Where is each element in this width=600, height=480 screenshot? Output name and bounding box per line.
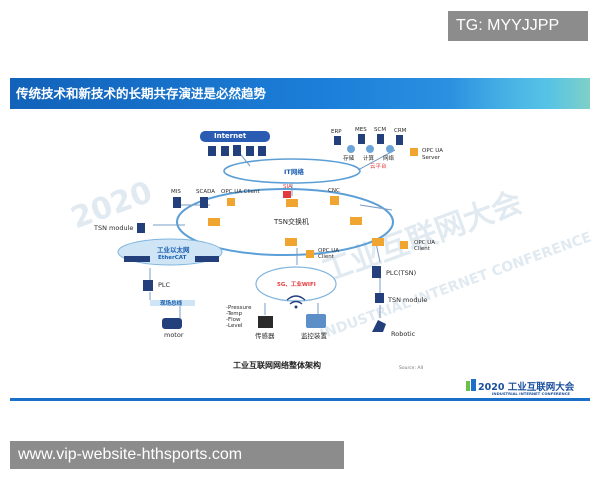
ethernet-device-icons	[124, 256, 219, 262]
overlay-url-label: www.vip-website-hthsports.com	[10, 441, 344, 469]
fieldbus-bar	[150, 300, 195, 306]
sia-icon	[283, 191, 291, 198]
monitor-device-icon	[306, 314, 326, 328]
internet-banner	[200, 131, 270, 142]
it-net-label: IT网络	[284, 168, 304, 176]
motor-label: motor	[164, 331, 184, 339]
logo-subtitle: INDUSTRIAL INTERNET CONFERENCE	[492, 391, 571, 396]
motor-icon	[162, 318, 182, 329]
fieldbus-label: 现场总线	[160, 301, 183, 307]
enterprise-server-icons	[334, 134, 403, 145]
overlay-tag-label: TG: MYYJJPP	[448, 11, 588, 41]
logo-year: 2020	[478, 382, 505, 393]
network-label: 网络	[383, 156, 395, 162]
title-accent	[450, 78, 590, 109]
mis-scada-devices	[173, 197, 208, 208]
tsn-module-right-icon	[375, 293, 384, 303]
sensor-label: 传感器	[255, 332, 275, 340]
tsn-module-left-label: TSN module	[94, 224, 134, 232]
plc-left-label: PLC	[158, 281, 171, 289]
opc-client-right-icon	[400, 241, 408, 249]
pressure-label: -Pressure	[226, 305, 252, 311]
conference-logo-icon	[466, 379, 476, 391]
tsn-module-right-label: TSN module	[388, 296, 428, 304]
sensor-icon	[258, 316, 273, 328]
internet-label: Internet	[214, 132, 247, 140]
tsn-switch-icons	[208, 199, 384, 246]
slide-title: 传统技术和新技术的长期共存演进是必然趋势	[16, 86, 267, 101]
robotic-label: Robotic	[391, 330, 416, 338]
flow-label: -Flow	[226, 317, 241, 323]
opc-ua-server-label: OPC UA Server	[422, 148, 444, 161]
plc-tsn-icon	[372, 266, 381, 278]
wifi-icon	[286, 295, 306, 305]
mis-label: MIS	[171, 189, 181, 195]
server-icons	[208, 145, 266, 156]
bottom-rule	[10, 398, 590, 401]
tsn-module-left-icon	[137, 223, 145, 233]
cloud-platform-label: 云平台	[370, 164, 387, 170]
scada-label: SCADA	[196, 189, 215, 195]
opc-ua-client-mid-label: OPC UA Client	[318, 248, 340, 260]
diagram-caption: 工业互联网网络整体架构	[233, 361, 321, 370]
ethercat-label: EtherCAT	[158, 255, 187, 261]
plc-tsn-label: PLC(TSN)	[386, 269, 417, 277]
opc-client-top-icon	[227, 198, 235, 206]
wifi-dot	[294, 305, 298, 309]
mes-label: MES	[355, 127, 367, 133]
cnc-icon	[330, 196, 339, 205]
erp-label: ERP	[331, 129, 342, 135]
industrial-ethernet-label: 工业以太网	[157, 246, 190, 254]
monitor-label: 监控装置	[301, 332, 327, 340]
opc-ua-client-right-label: OPC UA Client	[414, 240, 436, 252]
compute-label: 计算	[363, 156, 375, 162]
crm-label: CRM	[394, 128, 407, 134]
logo-title: 2020 工业互联网大会	[478, 379, 574, 393]
tsn-switch-label: TSN交换机	[274, 218, 309, 226]
opc-ua-client-top-label: OPC UA Client	[221, 189, 260, 195]
cloud-service-icons	[347, 145, 394, 153]
tsn-ring	[176, 188, 394, 256]
robotic-arm-icon	[372, 320, 386, 332]
plc-left-icon	[143, 280, 153, 291]
storage-label: 存储	[343, 156, 355, 162]
connection-lines	[149, 149, 396, 318]
opc-server-icon	[410, 148, 418, 156]
level-label: -Level	[226, 323, 243, 329]
scm-label: SCM	[374, 127, 387, 133]
logo-cn: 工业互联网大会	[507, 382, 575, 393]
cnc-label: CNC	[328, 188, 340, 194]
opc-client-mid-icon	[306, 250, 314, 258]
source-label: Source: AII	[399, 366, 424, 371]
sia-label: SIA	[283, 184, 292, 190]
temp-label: -Temp	[226, 311, 243, 317]
wireless-label: 5G、工业WIFI	[277, 282, 316, 288]
